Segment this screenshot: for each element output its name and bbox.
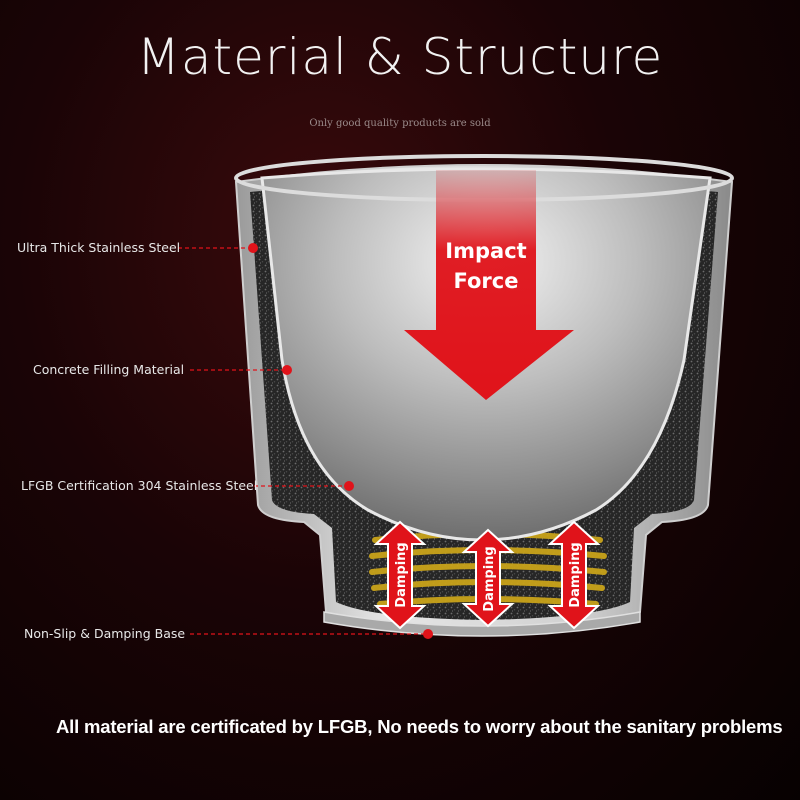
callout-label-304-steel: LFGB Certification 304 Stainless Steel — [21, 478, 257, 493]
callout-dot-2 — [282, 365, 292, 375]
damping-label-left: Damping — [394, 542, 409, 607]
callout-label-damping-base: Non-Slip & Damping Base — [24, 626, 185, 641]
callout-label-ultra-thick-steel: Ultra Thick Stainless Steel — [17, 240, 180, 255]
callout-dot-1 — [248, 243, 258, 253]
impact-label-line1: Impact — [445, 239, 526, 263]
callout-dot-4 — [423, 629, 433, 639]
damping-label-right: Damping — [568, 542, 583, 607]
callout-dot-3 — [344, 481, 354, 491]
footer-note: All material are certificated by LFGB, N… — [56, 716, 782, 738]
impact-label-line2: Force — [454, 269, 519, 293]
damping-label-center: Damping — [482, 546, 497, 611]
callout-label-concrete-filling: Concrete Filling Material — [33, 362, 184, 377]
